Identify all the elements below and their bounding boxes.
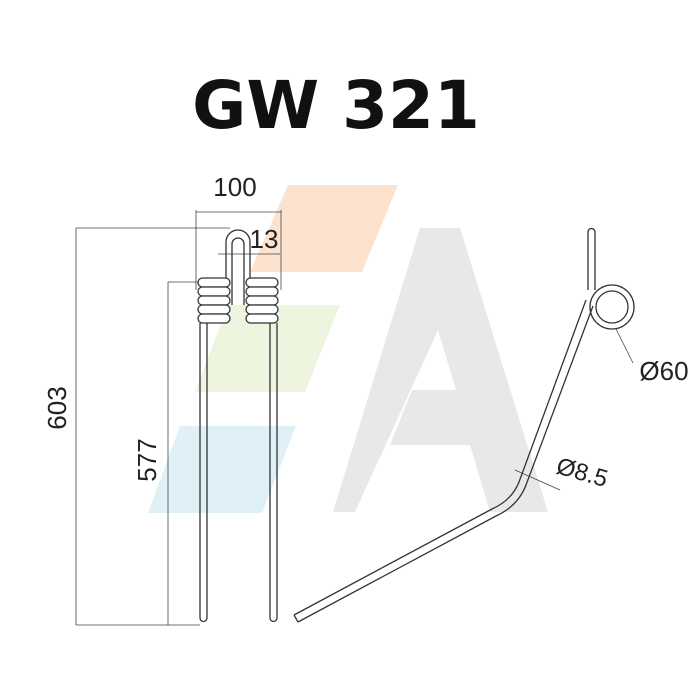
watermark-logo-icon <box>148 185 548 513</box>
dimension-lines <box>75 210 634 626</box>
tine-front-view <box>197 229 279 623</box>
dimension-coil-diameter-label: Ø60 <box>639 356 688 386</box>
dimension-wire-diameter-label: Ø8.5 <box>553 453 610 493</box>
product-title: GW 321 <box>192 67 480 144</box>
dimension-tine-length-label: 577 <box>132 438 162 481</box>
tine-side-view <box>293 227 635 623</box>
dimension-total-height-label: 603 <box>42 386 72 429</box>
dimension-width-label: 100 <box>213 172 256 202</box>
dimension-loop-label: 13 <box>250 224 279 254</box>
